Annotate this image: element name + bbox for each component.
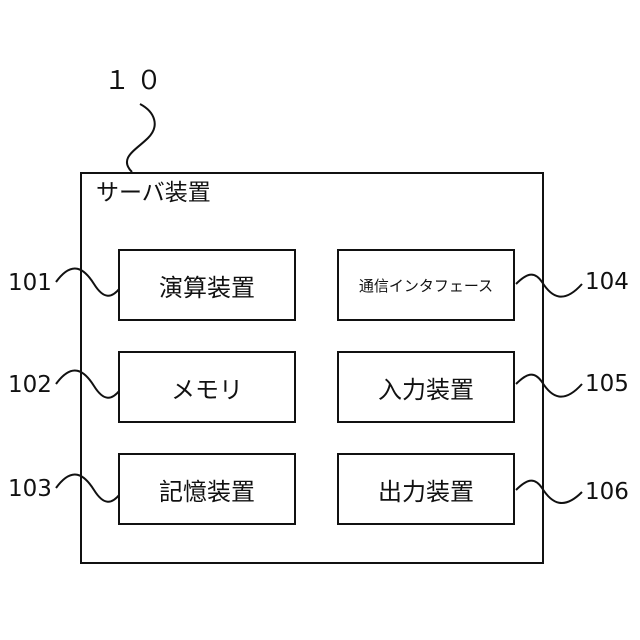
- ref-num-105: 105: [585, 373, 629, 396]
- ref-num-101: 101: [8, 272, 52, 295]
- figure-reference-label: １０: [104, 68, 168, 94]
- ref-num-106: 106: [585, 481, 629, 504]
- ref-num-103: 103: [8, 478, 52, 501]
- ref-num-104: 104: [585, 271, 629, 294]
- unit-processor: 演算装置: [118, 249, 296, 321]
- unit-memory: メモリ: [118, 351, 296, 423]
- unit-input-device: 入力装置: [337, 351, 515, 423]
- unit-storage: 記憶装置: [118, 453, 296, 525]
- unit-output-device: 出力装置: [337, 453, 515, 525]
- unit-communication-interface: 通信インタフェース: [337, 249, 515, 321]
- leader-line-10: [127, 104, 155, 172]
- ref-num-102: 102: [8, 374, 52, 397]
- server-device-title: サーバ装置: [96, 180, 211, 208]
